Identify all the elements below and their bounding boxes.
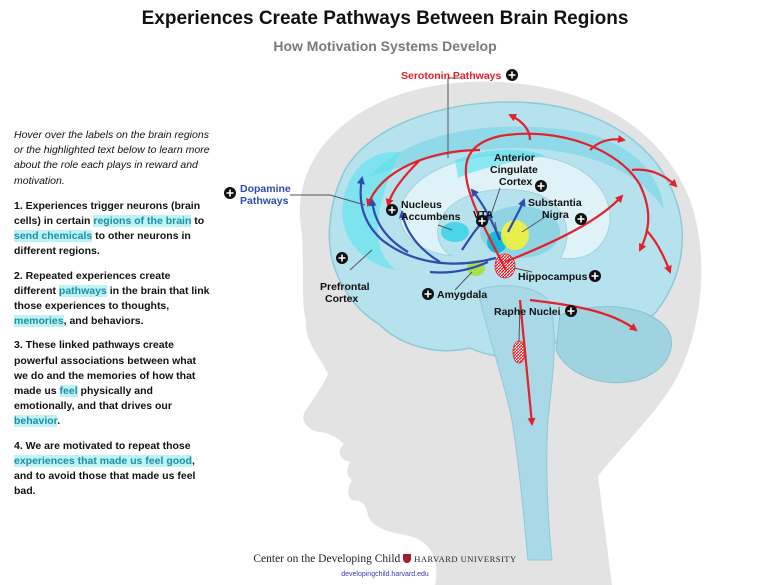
step-4-text-a: 4. We are motivated to repeat those [14,439,191,452]
highlight-pathways[interactable]: pathways [58,284,107,297]
label-sn-line-2[interactable]: Nigra [542,209,569,221]
serotonin-cerebellum [529,298,638,332]
serotonin-frontal-down [385,159,421,207]
intro-text: Hover over the labels on the brain regio… [14,129,210,187]
highlight-behavior[interactable]: behavior [14,415,58,428]
serotonin-inner-arc [504,194,624,264]
label-sn-line-1[interactable]: Substantia [528,197,582,209]
amygdala-leader [454,271,473,291]
label-amygdala[interactable]: Amygdala [437,289,487,301]
step-2-text-a: 2. Repeated experiences create different [14,269,171,297]
dopamine-pathways [356,176,526,274]
step-2-text-b: in the brain that link those experiences… [14,284,210,313]
substantia-nigra-region [501,220,529,250]
step-3: 3. These linked pathways create powerful… [14,338,210,429]
label-acc-line-3[interactable]: Cortex [499,176,532,188]
label-vta[interactable]: VTA [473,209,494,221]
step-3-text-a: 3. These linked pathways create powerful… [14,339,197,398]
label-nacc-line-2[interactable]: Accumbens [401,211,461,223]
info-panel: Hover over the labels on the brain regio… [14,128,210,508]
dopamine-branch-2 [368,198,409,253]
page-title: Experiences Create Pathways Between Brai… [141,8,629,29]
label-pfc-line-1[interactable]: Prefrontal [320,281,370,293]
raphe-leader [518,304,521,343]
highlight-memories[interactable]: memories [14,315,64,328]
plus-button-sn[interactable] [575,213,587,225]
leader-lines [290,77,549,343]
footer-url[interactable]: developingchild.harvard.edu [341,571,429,578]
plus-button-serotonin[interactable] [506,69,518,81]
plus-button-vta[interactable] [476,215,488,227]
acc-region [455,149,545,178]
highlight-regions-of-brain[interactable]: regions of the brain [93,215,192,228]
step-1-text-b: to [191,215,205,228]
label-serotonin-pathways[interactable]: Serotonin Pathways [401,70,502,82]
highlight-experiences-feel-good[interactable]: experiences that made us feel good [14,454,192,467]
nucleus-accumbens-region [441,222,469,242]
dopamine-branch-3 [461,213,492,251]
brain-inner-band [370,126,664,210]
step-3-text-c: . [57,415,61,428]
hippocampus-leader [513,267,533,273]
brainstem [477,285,555,561]
dopamine-leader [290,194,366,206]
dopamine-branch-1 [398,210,441,263]
plus-button-pfc[interactable] [336,252,348,264]
highlight-send-chemicals[interactable]: send chemicals [14,230,93,243]
serotonin-main-arc [464,132,650,271]
serotonin-rear-branch [631,168,678,188]
prefrontal-cortex-region [342,151,400,270]
dopamine-frontal [356,176,497,265]
serotonin-descending [518,299,536,426]
cerebellum [555,306,673,384]
plus-button-amygdala[interactable] [422,288,434,300]
label-hippocampus[interactable]: Hippocampus [518,271,588,283]
sn-leader [521,214,549,233]
pfc-leader [349,249,373,271]
harvard-shield-icon [403,554,412,563]
label-pfc-line-2[interactable]: Cortex [325,293,358,305]
acc-leader [489,187,501,219]
plus-button-hippocampus[interactable] [589,270,601,282]
serotonin-rear-branch-2 [645,229,672,274]
dopamine-vta-fork [507,198,526,233]
serotonin-pathways [366,114,678,426]
step-4-text-b: , and to avoid those that made us feel b… [14,454,196,498]
step-1: 1. Experiences trigger neurons (brain ce… [14,199,210,260]
dopamine-lower [429,260,489,274]
plus-button-acc[interactable] [535,180,547,192]
serotonin-top-branch-2 [589,135,626,151]
footer-university: HARVARD UNIVERSITY [414,554,517,564]
plus-button-raphe[interactable] [565,305,577,317]
footer-org: Center on the Developing Child [253,553,401,565]
step-2: 2. Repeated experiences create different… [14,269,210,330]
label-dopamine-line-1[interactable]: Dopamine [240,183,291,195]
page-subtitle: How Motivation Systems Develop [273,38,497,54]
footer: Center on the Developing Child HARVARD UN… [0,553,770,565]
step-4: 4. We are motivated to repeat those expe… [14,439,210,500]
step-1-text-c: to other neurons in different regions. [14,230,191,258]
highlight-feel[interactable]: feel [59,385,78,398]
serotonin-leader [447,77,460,158]
label-nacc-line-1[interactable]: Nucleus [401,199,442,211]
step-2-text-c: , and behaviors. [63,315,144,328]
plus-button-dopamine[interactable] [224,187,236,199]
label-acc-line-1[interactable]: Anterior [494,152,535,164]
label-acc-line-2[interactable]: Cingulate [490,164,538,176]
label-dopamine-line-2[interactable]: Pathways [240,195,289,207]
nacc-leader [437,224,453,231]
vta-leader [494,221,498,233]
plus-button-nacc[interactable] [386,204,398,216]
serotonin-top-branch [508,114,532,141]
label-raphe-nuclei[interactable]: Raphe Nuclei [494,306,561,318]
step-3-text-b: physically and emotionally, and that dri… [14,385,172,413]
step-1-text-a: 1. Experiences trigger neurons (brain ce… [14,199,201,228]
dopamine-upper [470,188,502,241]
serotonin-front-arc [366,148,481,207]
